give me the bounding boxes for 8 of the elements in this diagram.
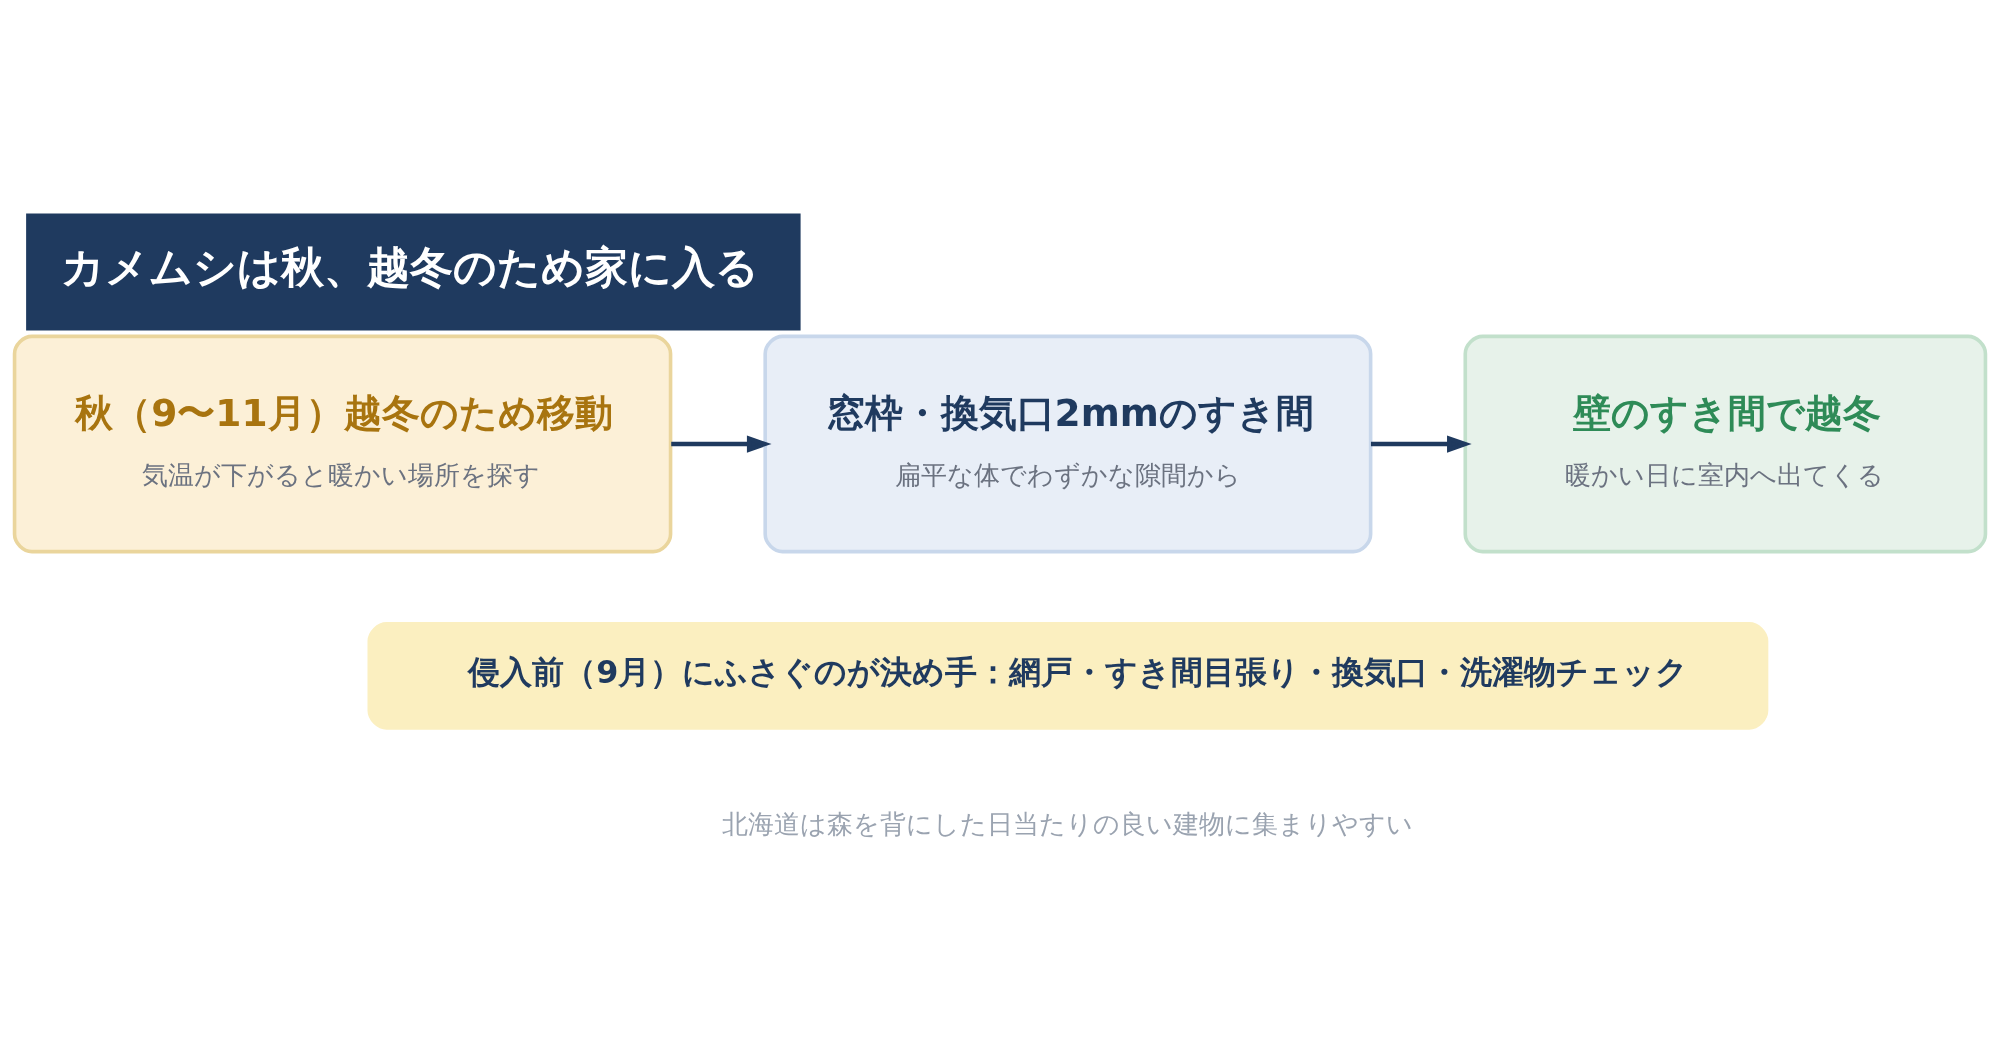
diagram-title: カメムシは秋、越冬のため家に入る	[60, 242, 759, 293]
node-box: 窓枠・換気口2mmのすき間 扁平な体でわずかな隙間から	[763, 334, 1373, 554]
node-box: 壁のすき間で越冬 暖かい日に室内へ出てくる	[1463, 334, 1988, 554]
node-box: 秋（9〜11月）越冬のため移動 気温が下がると暖かい場所を探す	[12, 334, 673, 554]
node-box: 侵入前（9月）にふさぐのが決め手：網戸・すき間目張り・換気口・洗濯物チェック	[367, 622, 1769, 730]
arrow	[671, 435, 772, 453]
arrow	[1370, 435, 1472, 453]
label: 北海道は森を背にした日当たりの良い建物に集まりやすい	[722, 808, 1414, 839]
